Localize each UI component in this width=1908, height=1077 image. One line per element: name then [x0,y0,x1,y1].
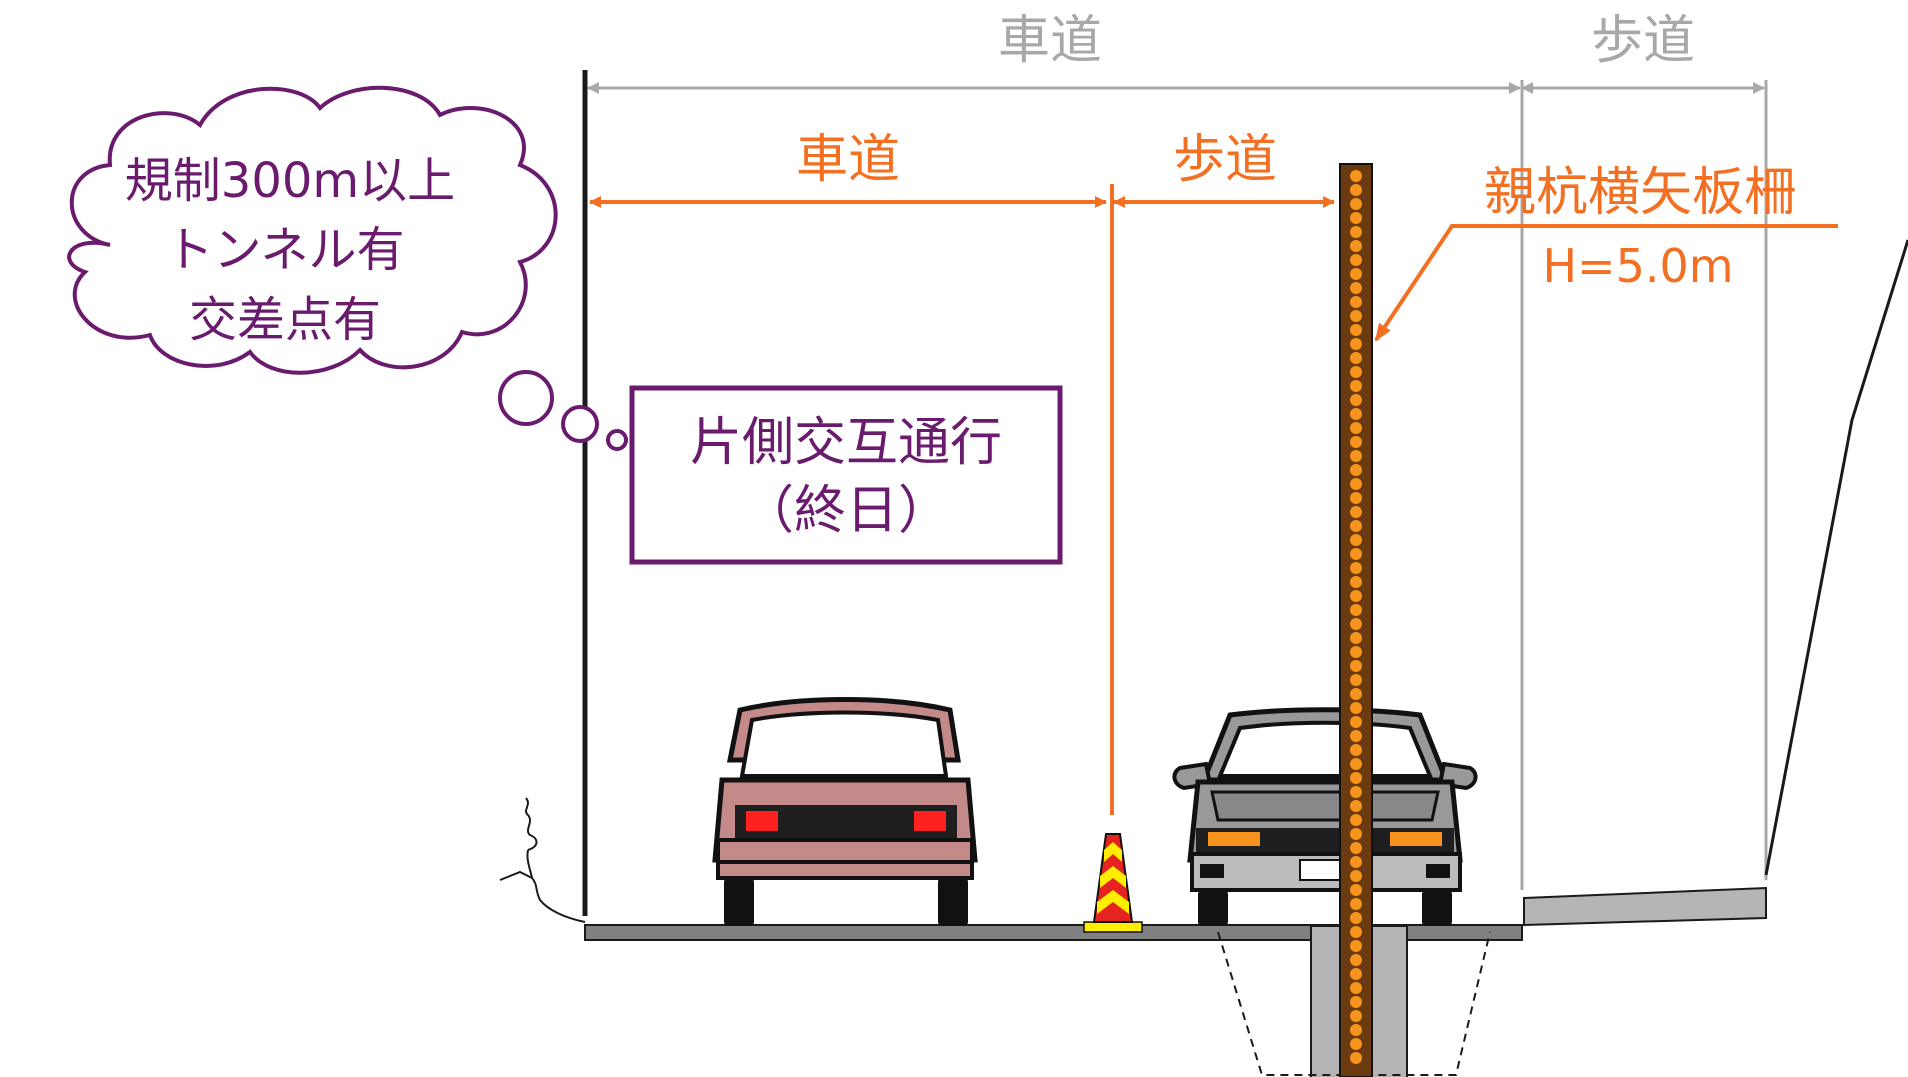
pile-dot [1350,324,1362,336]
pile-dot [1350,646,1362,658]
traffic-cone-icon [1083,833,1143,933]
pile-dot [1350,254,1362,266]
pile-dot [1350,212,1362,224]
box-line-2: （終日） [742,481,950,541]
pile-dot [1350,870,1362,882]
pile-dot [1350,436,1362,448]
pile-dot [1350,800,1362,812]
pile-dot [1350,912,1362,924]
pile-dot [1350,632,1362,644]
thought-cloud: 規制300m以上 トンネル有 交差点有 [67,85,628,451]
pile-dot [1350,744,1362,756]
pile-dot [1350,282,1362,294]
pile-dot [1350,1052,1362,1064]
traffic-control-box: 片側交互通行 （終日） [629,385,1063,565]
pile-dot [1350,758,1362,770]
pile-dot [1350,884,1362,896]
pile-dot [1350,1038,1362,1050]
pile-dot [1350,772,1362,784]
cloud-line-2: トンネル有 [165,222,404,278]
pile-dot [1350,380,1362,392]
pile-dot [1350,898,1362,910]
pile-dot [1350,982,1362,994]
fence-name-label: 親杭横矢板柵 [1484,163,1796,223]
rear-car [712,697,978,926]
pile-dot [1350,968,1362,980]
pile-dot [1350,198,1362,210]
pile-dot [1350,296,1362,308]
pile-dot [1350,814,1362,826]
pile-dot [1350,604,1362,616]
vegetation-sketch [499,797,586,923]
pile-dot [1350,996,1362,1008]
pile-dot [1350,856,1362,868]
pile-dot [1350,506,1362,518]
pile-dot [1350,492,1362,504]
front-car [1172,707,1478,926]
pile-dot [1350,240,1362,252]
pile-dot [1350,1010,1362,1022]
pile-dot [1350,716,1362,728]
fence-leader-arrow [1374,224,1838,342]
right-slope-line [1764,239,1908,876]
soldier-pile [1339,163,1373,1077]
pile-dot [1350,464,1362,476]
pile-dot [1350,842,1362,854]
pile-dot [1350,786,1362,798]
existing-dimension: 車道 歩道 [587,11,1765,94]
pile-dot [1350,408,1362,420]
pile-dot [1350,954,1362,966]
pile-dot [1350,590,1362,602]
pile-dot [1350,562,1362,574]
pile-dot [1350,618,1362,630]
pile-dot [1350,478,1362,490]
pile-dot [1350,184,1362,196]
fence-height-label: H=5.0m [1542,239,1733,293]
pile-dot [1350,450,1362,462]
pile-dot [1350,926,1362,938]
construction-dimension: 車道 歩道 [589,130,1335,815]
pile-dot [1350,170,1362,182]
top-road-label: 車道 [998,11,1102,71]
pile-dot [1350,352,1362,364]
pile-dot [1350,828,1362,840]
pile-dot [1350,366,1362,378]
pile-dot [1350,338,1362,350]
cloud-line-3: 交差点有 [189,292,381,348]
pile-dot [1350,674,1362,686]
pile-dot [1350,226,1362,238]
pile-dot [1350,660,1362,672]
pile-dot [1350,534,1362,546]
cur-road-label: 車道 [796,130,900,190]
sidewalk-slab [1523,886,1767,927]
top-sidewalk-label: 歩道 [1591,11,1695,71]
pile-dot [1350,520,1362,532]
pile-dot [1350,268,1362,280]
pile-dot [1350,548,1362,560]
pile-dot [1350,702,1362,714]
pile-dot [1350,310,1362,322]
excavation-outline [1217,931,1491,1076]
pile-dot [1350,394,1362,406]
pile-dot [1350,1024,1362,1036]
pile-dot [1350,422,1362,434]
pile-dot [1350,940,1362,952]
cur-sidewalk-label: 歩道 [1173,130,1277,190]
pile-dot [1350,730,1362,742]
cloud-line-1: 規制300m以上 [125,153,455,209]
pile-dot [1350,576,1362,588]
pile-dot [1350,688,1362,700]
box-line-1: 片側交互通行 [690,413,1002,473]
